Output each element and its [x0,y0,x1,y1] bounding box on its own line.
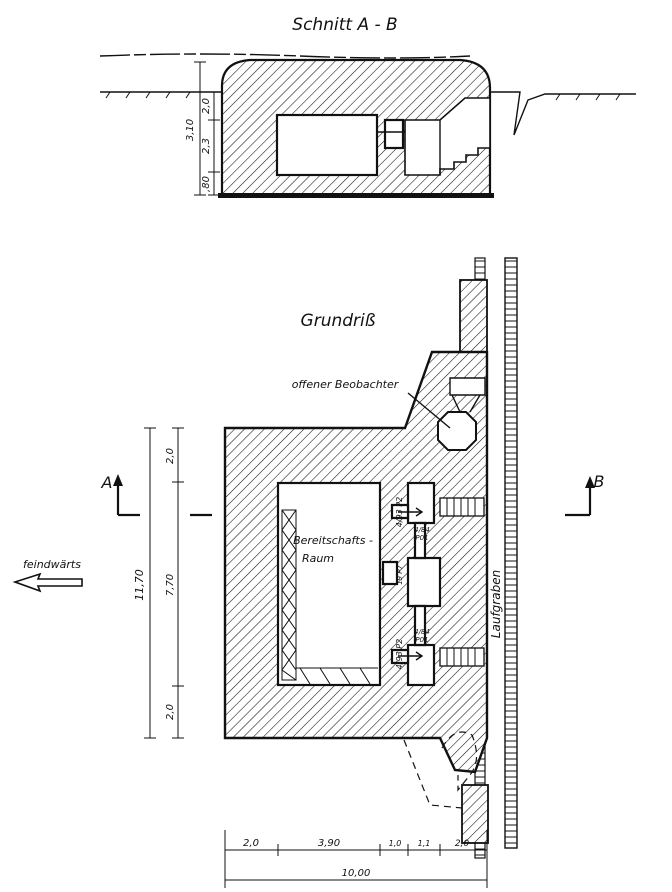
plan-vdim-middle: 7,70 [165,574,176,596]
dashed-round-outline [441,731,478,792]
plan-hdim-seg-3: 1,0 [389,839,402,848]
terrain-cover-line [99,53,471,59]
section-dim-bottom: ,80 [201,176,212,192]
section-view: 3,10 2,0 2,3 ,80 [99,53,636,198]
enemy-direction-label: feindwärts [23,558,81,571]
section-dim-middle: 2,3 [201,138,212,154]
plan-hdim-total: 10,00 [342,868,371,879]
plan-hdim-seg-1: 2,0 [243,838,259,849]
section-stair-cut [404,97,491,176]
room-label-1: Bereitschafts - [293,534,373,547]
plan-vdim-bottom: 2,0 [165,704,176,720]
door-label-1a: 4/84 [414,526,430,534]
section-room [275,113,379,177]
section-mark-a-arrowhead [113,474,123,486]
plan-vdim-total: 11,70 [133,569,146,601]
stairs-lower [439,647,485,667]
plan-hdim-seg-2: 3,90 [318,838,340,849]
door-label-2b: P01 [415,636,428,644]
section-title: Schnitt A - B [292,15,397,35]
center-passage [406,556,442,608]
observer-position [437,411,477,451]
section-dim-top: 2,0 [201,98,212,114]
door-label-1b: P01 [415,534,428,542]
section-door [383,118,405,150]
plan-hdim-extension-lines [224,830,488,888]
plan-hdim-seg-5: 2,0 [455,839,470,849]
stairs-lower-steps [446,648,476,666]
section-mark-b-arrow [565,484,592,517]
section-dim-total-line [194,61,206,196]
observer-label: offener Beobachter [292,378,400,391]
ground-line-right [490,91,636,136]
bunk-bed-cross [281,509,297,681]
plan-vdim-top: 2,0 [165,448,176,464]
section-mark-a-arrow [116,482,140,517]
connecting-corridors [413,521,427,647]
observer-leader-line [407,392,451,429]
bunk-beds [281,509,297,681]
loophole-label-1: 4/93 P2 [395,497,404,527]
section-mark-b: B [594,472,605,491]
plan-wall-block-bottom [461,784,489,844]
loophole-arrows [398,507,424,661]
plan-vdim-parts-line [172,427,184,739]
trench-outer-wall [504,257,518,849]
section-dim-total: 3,10 [185,119,196,141]
section-mark-a: A [101,473,113,492]
upper-airlock [406,481,436,525]
center-door [381,560,399,586]
stairs-upper-steps [446,498,476,516]
plan-wall-block-top [459,279,488,353]
section-dim-parts-line [208,91,220,196]
plan-hdim-seg-4: 1,1 [418,839,431,848]
ground-hatching [105,91,621,101]
stairs-upper [439,497,485,517]
plan-vdim-total-line [144,427,156,739]
observer-access [449,377,486,413]
loophole-frames [390,503,410,665]
plan-hdim-parts-line [224,842,488,858]
door-label-3: 19 P7 [396,565,404,585]
plan-title: Grundriß [301,311,376,331]
room-label-2: Raum [302,552,334,565]
door-label-2a: 4/84 [414,628,430,636]
loophole-label-2: 4/93 P2 [395,639,404,669]
section-mark-b-arrowhead [585,476,595,488]
plan-view: offener Beobachter Bereitschafts - Raum … [12,257,605,888]
bench-hatch [296,667,378,685]
section-base-slab [218,193,494,198]
enemy-direction-arrow [12,572,83,593]
trench-label: Laufgraben [489,570,503,638]
lower-airlock [406,643,436,687]
